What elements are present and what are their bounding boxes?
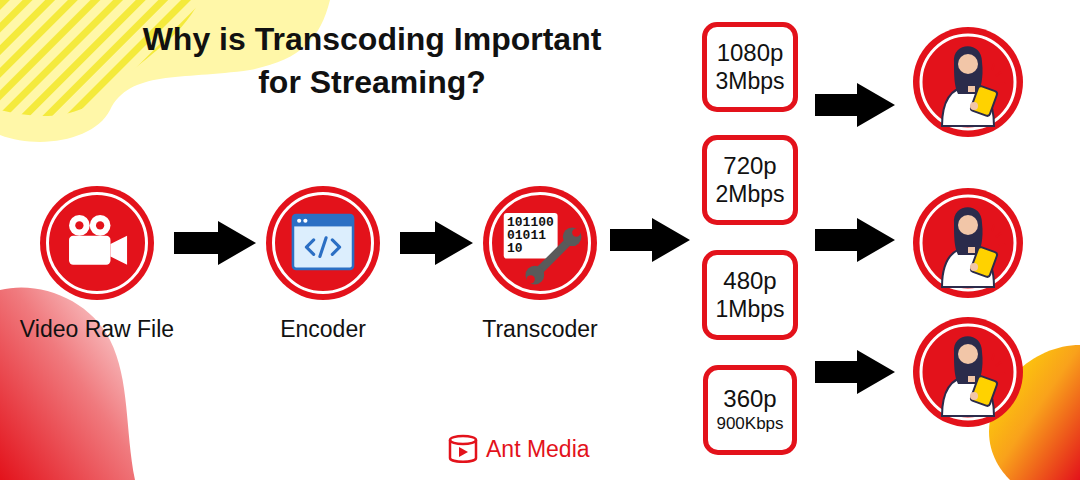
node-label: Transcoder [482,316,597,343]
bitrate-text: 2Mbps [715,181,784,209]
brand-logo-text: Ant Media [486,436,590,463]
bitrate-text: 1Mbps [715,296,784,324]
node-icon [266,186,380,300]
node-icon [40,186,154,300]
node-circle [266,186,380,300]
node-label: Video Raw File [20,316,174,343]
flow-arrow [400,221,473,265]
process-circle: Encoder [266,186,380,300]
resolution-text: 720p [723,152,776,181]
output-box: 720p2Mbps [702,135,798,225]
process-circle: Video Raw File [40,186,154,300]
output-box: 360p900Kbps [703,365,797,455]
bitrate-text: 3Mbps [715,68,784,96]
resolution-text: 480p [723,267,776,296]
flow-arrow [174,221,256,265]
node-circle [40,186,154,300]
ant-media-logo-icon [450,436,476,462]
resolution-text: 1080p [717,39,784,68]
process-circle: 101100 01011 10Transcoder [483,186,597,300]
output-box: 1080p3Mbps [702,22,798,112]
binary-digits: 101100 01011 10 [507,216,555,255]
diagram-title: Why is Transcoding Important for Streami… [122,18,622,104]
bitrate-text: 900Kbps [716,414,783,434]
node-circle: 101100 01011 10 [483,186,597,300]
output-box: 480p1Mbps [702,250,798,340]
node-label: Encoder [280,316,366,343]
resolution-text: 360p [723,385,776,414]
